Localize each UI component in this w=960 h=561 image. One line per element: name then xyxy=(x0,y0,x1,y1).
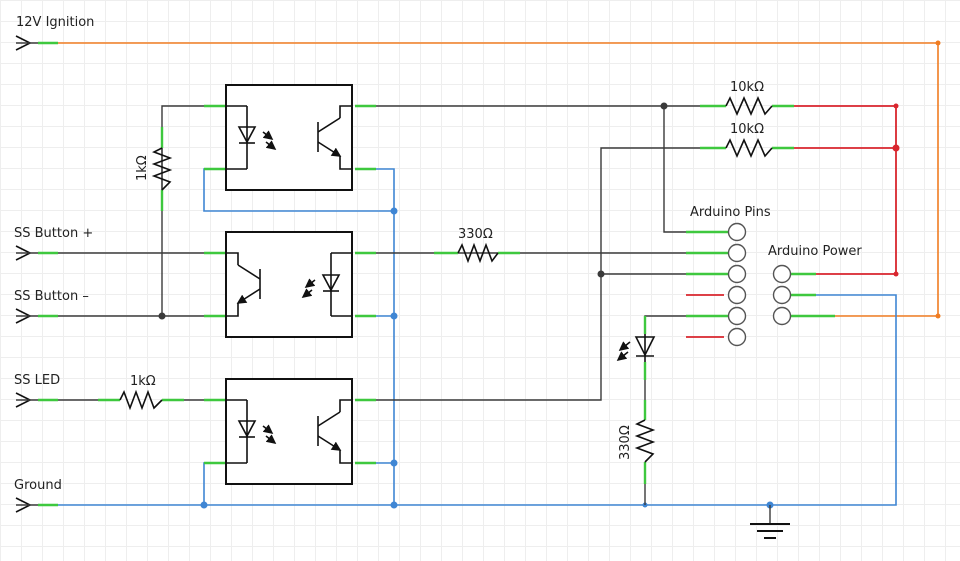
signal-wires xyxy=(58,102,771,524)
ground-symbol xyxy=(750,523,790,539)
arduino-pin-3 xyxy=(727,264,747,284)
label-resistor-10k-top: 10kΩ xyxy=(730,80,764,95)
status-led xyxy=(616,316,656,380)
label-resistor-1k-led: 1kΩ xyxy=(130,374,156,389)
arduino-pin-1 xyxy=(727,222,747,242)
resistor-1k-led xyxy=(98,389,184,411)
arduino-pin-6 xyxy=(727,327,747,347)
label-ground: Ground xyxy=(14,478,62,493)
label-resistor-330-button: 330Ω xyxy=(458,227,493,242)
input-arrow-button-minus xyxy=(15,308,58,324)
input-arrow-led xyxy=(15,392,58,408)
power-pin-1 xyxy=(772,264,792,284)
label-resistor-1k-vertical: 1kΩ xyxy=(135,155,150,181)
ignition-wire xyxy=(58,40,941,319)
resistor-10k-top xyxy=(700,96,794,116)
label-12v-ignition: 12V Ignition xyxy=(16,15,94,30)
optocoupler-3 xyxy=(204,378,376,485)
power-pin-3 xyxy=(772,306,792,326)
label-ss-button-minus: SS Button – xyxy=(14,289,89,304)
arduino-pins-header xyxy=(686,222,747,347)
label-arduino-pins: Arduino Pins xyxy=(690,205,771,220)
red-wires xyxy=(686,103,900,338)
optocoupler-2 xyxy=(204,231,376,338)
power-pin-2 xyxy=(772,285,792,305)
resistor-330-led xyxy=(634,400,656,484)
arduino-pin-5 xyxy=(727,306,747,326)
input-arrow-ground xyxy=(15,497,58,513)
resistor-10k-second xyxy=(700,138,794,158)
input-connectors xyxy=(15,35,58,513)
label-resistor-330-led: 330Ω xyxy=(618,425,633,460)
arduino-power-header xyxy=(772,264,835,326)
label-ss-led: SS LED xyxy=(14,373,60,388)
label-arduino-power: Arduino Power xyxy=(768,244,862,259)
label-ss-button-plus: SS Button + xyxy=(14,226,93,241)
optocoupler-1 xyxy=(204,84,376,191)
arduino-pin-2 xyxy=(727,243,747,263)
resistor-330-button xyxy=(434,242,520,264)
arduino-pin-4 xyxy=(727,285,747,305)
input-arrow-ignition xyxy=(15,35,58,51)
resistor-1k-vertical xyxy=(151,127,173,211)
label-resistor-10k-second: 10kΩ xyxy=(730,122,764,137)
input-arrow-button-plus xyxy=(15,245,58,261)
